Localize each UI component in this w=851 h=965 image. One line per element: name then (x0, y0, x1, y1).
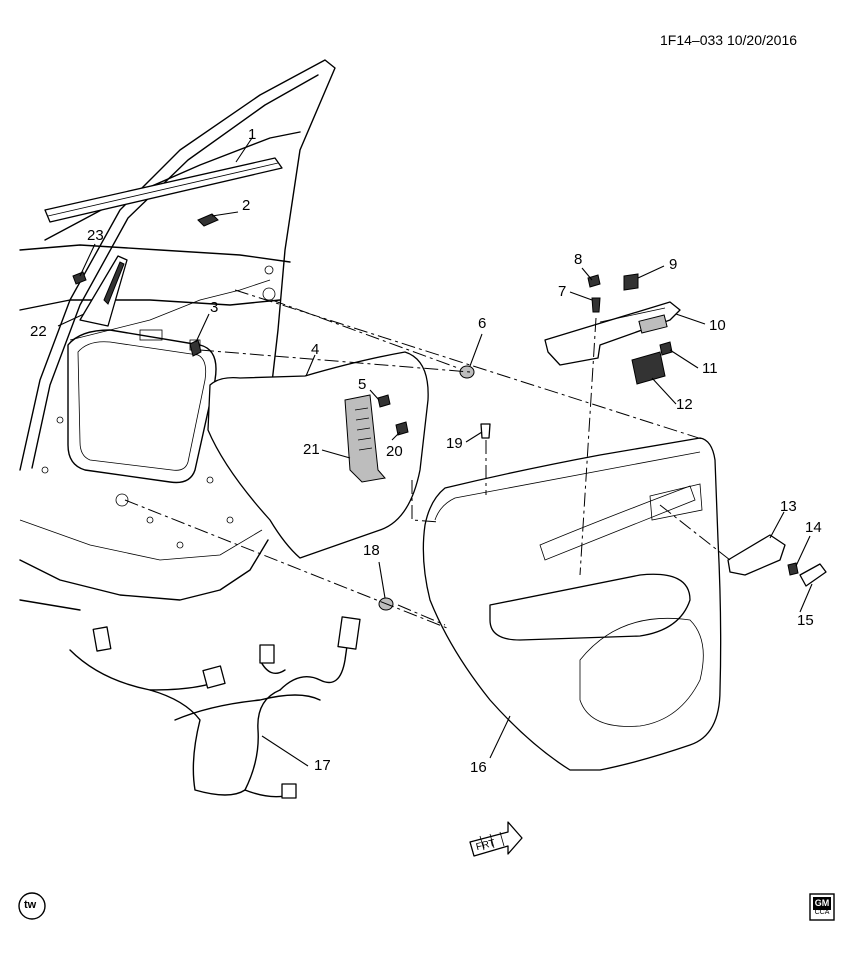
callout-9: 9 (669, 256, 678, 273)
callout-14: 14 (805, 519, 822, 536)
callout-13: 13 (780, 498, 797, 515)
callout-16: 16 (470, 759, 487, 776)
callout-10: 10 (709, 317, 726, 334)
callout-2: 2 (242, 197, 251, 214)
bolt-part-20 (395, 421, 409, 436)
clip-part-19 (480, 423, 491, 439)
gm-logo (809, 893, 835, 921)
callout-21: 21 (303, 441, 320, 458)
nut-part-5 (377, 394, 391, 408)
door-trim-panel-part-16 (422, 437, 722, 771)
callout-22: 22 (30, 323, 47, 340)
callout-11: 11 (702, 360, 718, 377)
wiring-harness-part-17 (69, 616, 361, 799)
tw-badge-icon (18, 892, 46, 920)
door-inner-frame (19, 59, 336, 611)
callout-20: 20 (386, 443, 403, 460)
inside-handle-part-13 (727, 534, 786, 576)
gm-logo-text: GM (814, 898, 830, 908)
switch-part-12 (631, 351, 666, 385)
callout-12: 12 (676, 396, 693, 413)
cover-part-15 (799, 563, 827, 587)
screw-part-14 (787, 562, 799, 576)
callout-18: 18 (363, 542, 380, 559)
switch-bezel-part-10 (544, 301, 681, 366)
screw-part-7 (591, 297, 601, 313)
callout-15: 15 (797, 612, 814, 629)
callout-1: 1 (248, 126, 257, 143)
front-direction-arrow-icon (469, 821, 523, 857)
bracket-part-21 (344, 394, 386, 483)
alignment-lines (124, 289, 731, 629)
screw-part-23 (72, 271, 87, 285)
callout-19: 19 (446, 435, 463, 452)
clip-part-2 (197, 213, 219, 227)
applique-part-22 (79, 255, 128, 327)
clip-part-3 (189, 339, 202, 357)
belt-weatherstrip-part (44, 157, 283, 223)
callout-17: 17 (314, 757, 331, 774)
callout-3: 3 (210, 299, 219, 316)
tw-badge-label: tw (24, 899, 37, 911)
callout-4: 4 (311, 341, 320, 358)
callout-6: 6 (478, 315, 487, 332)
callout-23: 23 (87, 227, 104, 244)
callout-8: 8 (574, 251, 583, 268)
switch-part-9 (623, 273, 639, 291)
nut-part-6 (459, 365, 475, 379)
leader-lines (57, 137, 813, 767)
callout-5: 5 (358, 376, 367, 393)
diagram-reference-code: 1F14–033 10/20/2016 (660, 32, 798, 48)
callout-7: 7 (558, 283, 567, 300)
gm-logo-subtext: CCA (814, 909, 830, 916)
clip-part-11 (659, 341, 673, 356)
water-deflector-part-4 (207, 351, 429, 559)
